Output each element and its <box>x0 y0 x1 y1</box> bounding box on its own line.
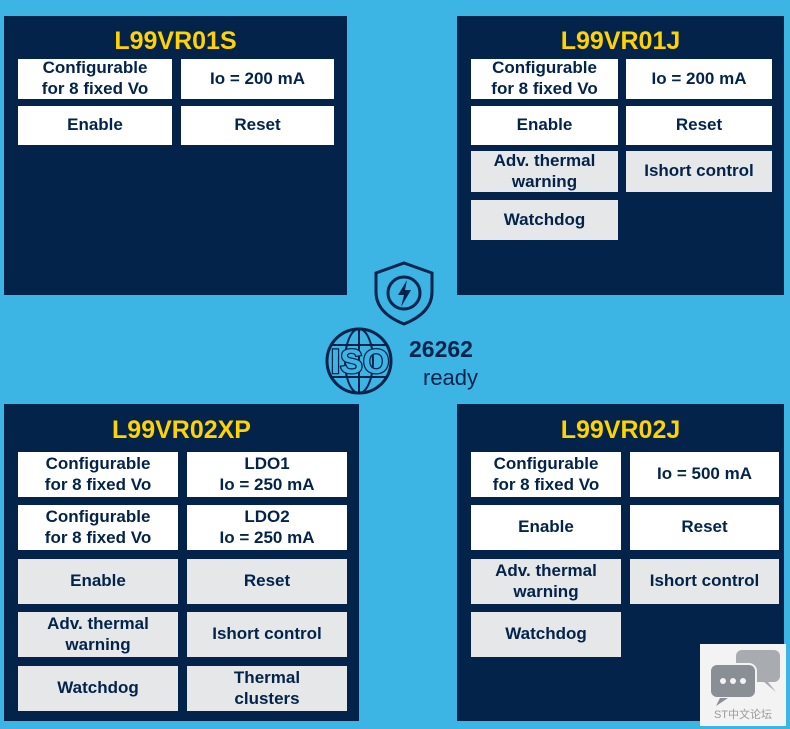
feature-configurable-vo: Configurable for 8 fixed Vo <box>471 58 618 99</box>
panel-l99vr01s: L99VR01S Configurable for 8 fixed Vo Io … <box>4 16 347 295</box>
iso-standard-number: 26262 <box>409 336 473 362</box>
feature-watchdog: Watchdog <box>471 200 618 240</box>
watermark-text: ST中文论坛 <box>713 709 773 721</box>
feature-output-current: Io = 200 mA <box>181 59 334 99</box>
feature-enable: Enable <box>471 106 618 145</box>
feature-ldo2: LDO2 Io = 250 mA <box>187 505 347 550</box>
panel-title: L99VR02XP <box>112 416 251 444</box>
feature-output-current: Io = 200 mA <box>626 59 772 99</box>
feature-configurable-vo-1: Configurable for 8 fixed Vo <box>18 452 178 497</box>
feature-ishort-control: Ishort control <box>187 612 347 657</box>
panel-l99vr02xp: L99VR02XP Configurable for 8 fixed Vo LD… <box>4 404 359 721</box>
panel-title: L99VR02J <box>560 416 681 444</box>
feature-ldo1: LDO1 Io = 250 mA <box>187 452 347 497</box>
iso-ready-label: ready <box>423 365 479 390</box>
feature-adv-thermal-warning: Adv. thermal warning <box>18 612 178 657</box>
chat-bubbles-icon <box>709 650 780 706</box>
panel-title: L99VR01J <box>560 27 681 55</box>
feature-enable: Enable <box>18 559 178 604</box>
feature-enable: Enable <box>471 505 621 550</box>
iso-text: ISO <box>331 343 390 381</box>
watermark: ST中文论坛 <box>700 644 786 726</box>
iso-globe-icon: ISO <box>325 327 393 395</box>
feature-enable: Enable <box>18 106 172 145</box>
shield-bolt-icon <box>374 261 434 326</box>
feature-reset: Reset <box>626 106 772 145</box>
feature-adv-thermal-warning: Adv. thermal warning <box>471 151 618 192</box>
feature-reset: Reset <box>181 106 334 145</box>
feature-ishort-control: Ishort control <box>630 559 779 604</box>
feature-output-current: Io = 500 mA <box>630 452 779 497</box>
feature-ishort-control: Ishort control <box>626 151 772 192</box>
panel-l99vr01j: L99VR01J Configurable for 8 fixed Vo Io … <box>457 16 784 295</box>
feature-configurable-vo-2: Configurable for 8 fixed Vo <box>18 505 178 550</box>
feature-configurable-vo: Configurable for 8 fixed Vo <box>471 452 621 497</box>
feature-reset: Reset <box>187 559 347 604</box>
feature-thermal-clusters: Thermal clusters <box>187 666 347 711</box>
feature-watchdog: Watchdog <box>18 666 178 711</box>
feature-reset: Reset <box>630 505 779 550</box>
feature-configurable-vo: Configurable for 8 fixed Vo <box>18 58 172 99</box>
panel-title: L99VR01S <box>114 27 237 55</box>
feature-adv-thermal-warning: Adv. thermal warning <box>471 559 621 604</box>
feature-watchdog: Watchdog <box>471 612 621 657</box>
